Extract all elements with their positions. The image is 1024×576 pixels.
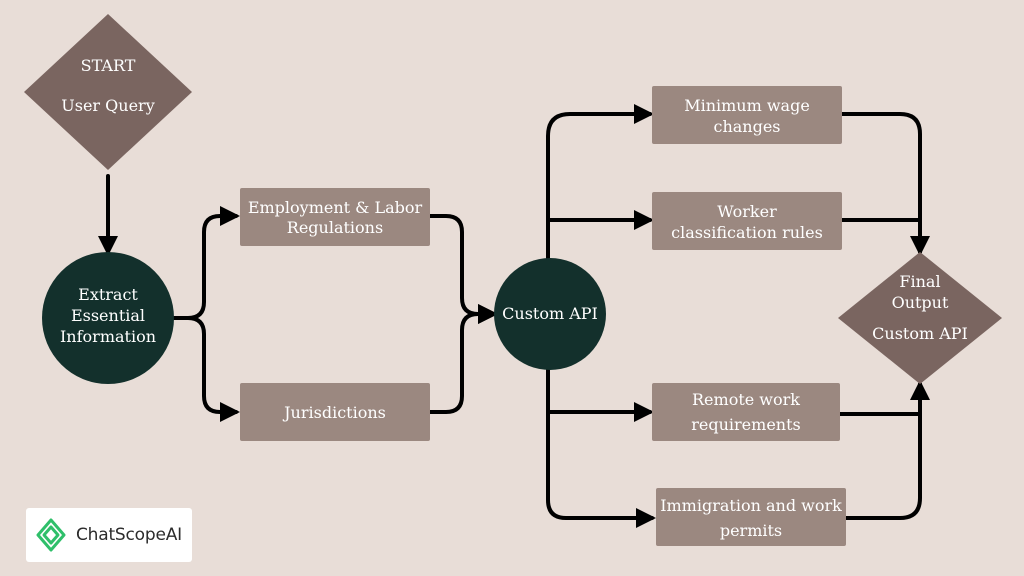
remote-work-node: Remote work requirements	[652, 383, 840, 441]
remote-work-box	[652, 383, 840, 441]
remote-work-node-label-1: Remote work	[692, 390, 800, 409]
start-node: START User Query	[24, 14, 192, 170]
employment-node: Employment & Labor Regulations	[240, 188, 430, 246]
final-output-node: Final Output Custom API	[838, 252, 1002, 384]
minimum-wage-node: Minimum wage changes	[652, 86, 842, 144]
extract-node: Extract Essential Information	[42, 252, 174, 384]
connectors	[98, 104, 930, 528]
custom-api-circle	[494, 258, 606, 370]
immigration-node: Immigration and work permits	[656, 488, 846, 546]
connector-extract-to-jurisdictions	[170, 316, 240, 422]
custom-api-node-label: Custom API	[502, 304, 598, 323]
worker-classification-node: Worker classification rules	[652, 192, 842, 250]
jurisdictions-box	[240, 383, 430, 441]
final-output-node-label-2: Output	[892, 293, 949, 312]
immigration-node-label-1: Immigration and work	[660, 496, 842, 515]
start-node-label: START	[81, 56, 136, 75]
worker-classification-node-label-1: Worker	[717, 202, 777, 221]
final-output-node-label-1: Final	[899, 272, 940, 291]
immigration-node-label-2: permits	[720, 521, 782, 540]
extract-node-label-3: Information	[60, 327, 156, 346]
worker-classification-box	[652, 192, 842, 250]
connector-api-to-remote-work	[546, 368, 654, 422]
jurisdictions-node: Jurisdictions	[240, 383, 430, 441]
immigration-box	[656, 488, 846, 546]
start-diamond	[24, 14, 192, 170]
extract-node-label-1: Extract	[78, 285, 138, 304]
jurisdictions-node-label: Jurisdictions	[282, 403, 386, 422]
connector-immigration-to-final	[844, 380, 930, 520]
connector-extract-to-employment	[170, 206, 240, 320]
extract-circle	[42, 252, 174, 384]
custom-api-node: Custom API	[494, 258, 606, 370]
logo-text: ChatScopeAI	[76, 525, 182, 545]
remote-work-node-label-2: requirements	[691, 415, 800, 434]
extract-node-label-2: Essential	[71, 306, 145, 325]
start-node-sublabel: User Query	[61, 96, 154, 115]
final-output-node-label-3: Custom API	[872, 324, 968, 343]
chatscope-logo-icon	[36, 518, 66, 552]
employment-box	[240, 188, 430, 246]
connector-employment-to-api	[428, 214, 498, 324]
connector-api-to-immigration	[546, 410, 656, 528]
employment-node-label-1: Employment & Labor	[248, 198, 423, 217]
minimum-wage-node-label-1: Minimum wage	[684, 96, 810, 115]
final-output-diamond	[838, 252, 1002, 384]
connector-jurisdictions-to-api	[428, 304, 498, 414]
connector-api-to-minimum-wage	[546, 104, 654, 260]
connector-minimum-wage-to-final	[840, 112, 930, 256]
worker-classification-node-label-2: classification rules	[671, 223, 823, 242]
minimum-wage-node-label-2: changes	[713, 117, 780, 136]
chatscope-logo: ChatScopeAI	[26, 508, 192, 562]
employment-node-label-2: Regulations	[287, 218, 383, 237]
minimum-wage-box	[652, 86, 842, 144]
